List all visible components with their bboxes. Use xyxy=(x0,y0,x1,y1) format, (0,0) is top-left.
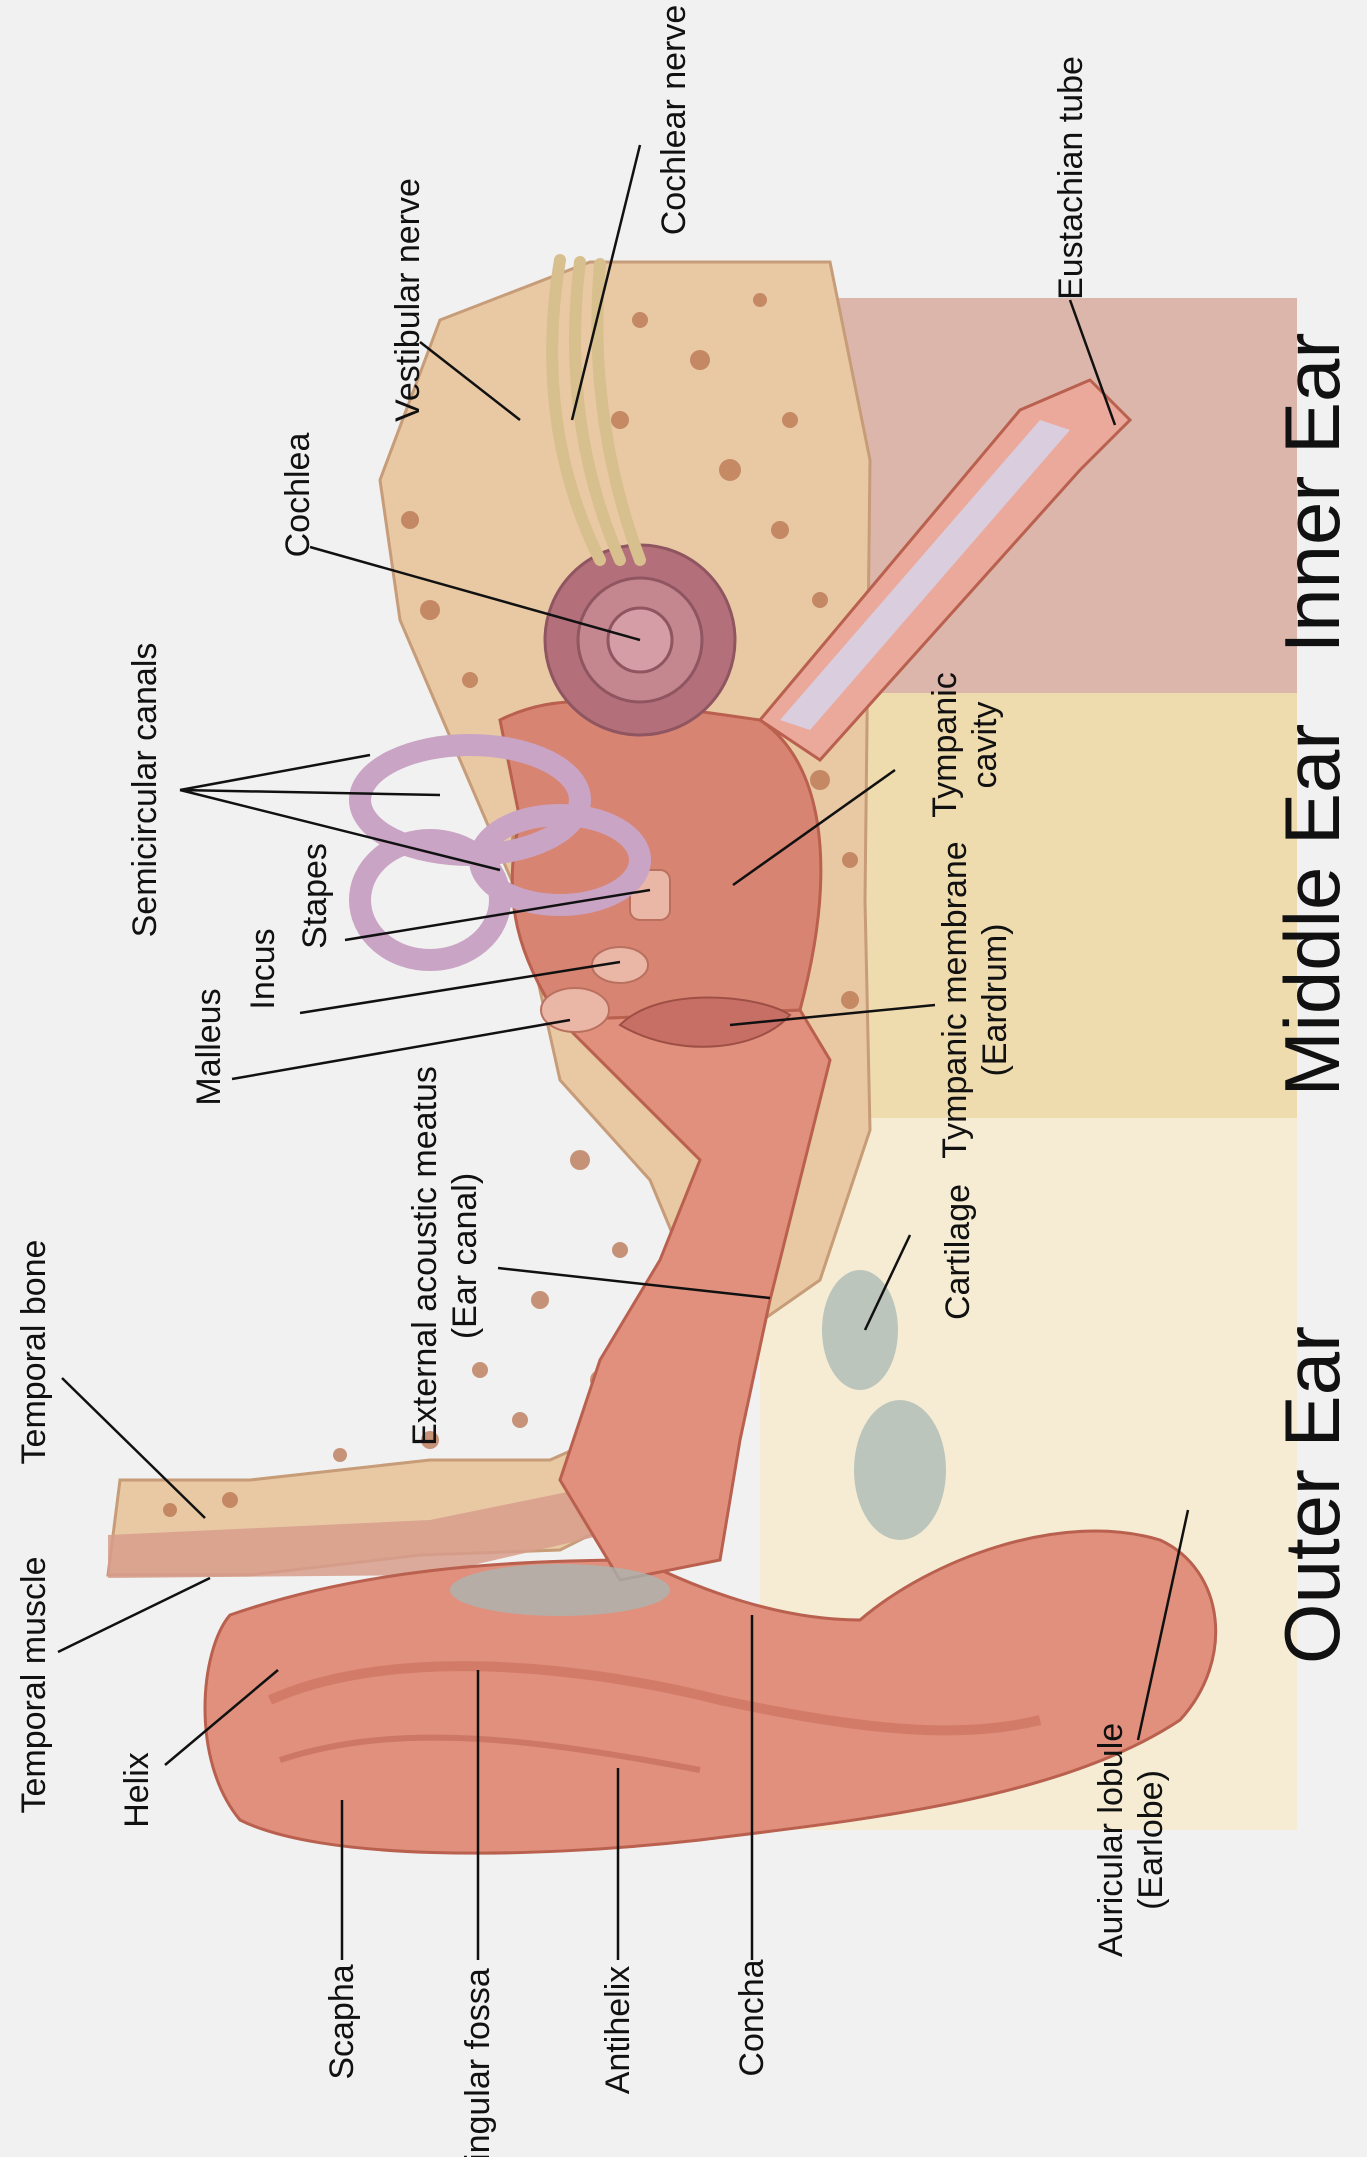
label-temporal-muscle-text: Temporal muscle xyxy=(14,1557,54,1814)
middle-ear-label: Middle Ear xyxy=(1266,724,1358,1097)
label-cartilage: Cartilage xyxy=(938,1184,978,1320)
label-incus: Incus xyxy=(243,928,283,1009)
outer-ear-label: Outer Ear xyxy=(1266,1326,1358,1664)
label-cochlea: Cochlea xyxy=(278,433,318,558)
label-concha: Concha xyxy=(732,1959,772,2076)
label-tympanic-membrane-line2: (Eardrum) xyxy=(975,841,1015,1158)
inner-ear-label: Inner Ear xyxy=(1266,333,1358,654)
label-vestibular-nerve: Vestibular nerve xyxy=(388,178,428,422)
label-temporal-bone: Temporal bone xyxy=(14,1240,54,1465)
label-cochlea-text: Cochlea xyxy=(278,433,318,558)
label-incus-text: Incus xyxy=(243,928,283,1009)
label-malleus-text: Malleus xyxy=(189,988,229,1105)
label-cartilage-text: Cartilage xyxy=(938,1184,978,1320)
label-antihelix-text: Antihelix xyxy=(598,1966,638,2095)
label-concha-text: Concha xyxy=(732,1959,772,2076)
label-tympanic-cavity: Tympanic cavity xyxy=(925,672,1005,818)
inner-ear-text: Inner Ear xyxy=(1266,333,1358,654)
label-vestibular-nerve-text: Vestibular nerve xyxy=(388,178,428,422)
label-tympanic-cavity-line1: Tympanic xyxy=(925,672,965,818)
label-external-acoustic-meatus: External acoustic meatus (Ear canal) xyxy=(405,1066,485,1446)
label-tympanic-membrane: Tympanic membrane (Eardrum) xyxy=(935,841,1015,1158)
label-temporal-muscle: Temporal muscle xyxy=(14,1557,54,1814)
label-external-meatus-line1: External acoustic meatus xyxy=(405,1066,445,1446)
label-scapha: Scapha xyxy=(322,1964,362,2079)
middle-ear-text: Middle Ear xyxy=(1266,724,1358,1097)
label-helix: Helix xyxy=(117,1752,157,1828)
label-tringular-fossa: Tringular fossa xyxy=(458,1968,498,2157)
label-eustachian-tube-text: Eustachian tube xyxy=(1051,56,1091,300)
label-semicircular-canals: Semicircular canals xyxy=(125,643,165,938)
label-antihelix: Antihelix xyxy=(598,1966,638,2095)
middle-ear-zone xyxy=(830,693,1297,1118)
label-cochlear-nerve-text: Cochlear nerve xyxy=(654,5,694,236)
label-malleus: Malleus xyxy=(189,988,229,1105)
label-semicircular-canals-text: Semicircular canals xyxy=(125,643,165,938)
label-stapes-text: Stapes xyxy=(295,843,335,949)
label-stapes: Stapes xyxy=(295,843,335,949)
label-helix-text: Helix xyxy=(117,1752,157,1828)
tympanic-cavity xyxy=(500,701,821,1020)
label-cochlear-nerve: Cochlear nerve xyxy=(654,5,694,236)
label-tympanic-cavity-line2: cavity xyxy=(965,672,1005,818)
label-tympanic-membrane-line1: Tympanic membrane xyxy=(935,841,975,1158)
outer-ear-text: Outer Ear xyxy=(1266,1326,1358,1664)
label-tringular-fossa-text: Tringular fossa xyxy=(458,1968,498,2157)
label-temporal-bone-text: Temporal bone xyxy=(14,1240,54,1465)
label-external-meatus-line2: (Ear canal) xyxy=(445,1066,485,1446)
label-eustachian-tube: Eustachian tube xyxy=(1051,56,1091,300)
label-auricular-lobule: Auricular lobule (Earlobe) xyxy=(1091,1723,1171,1957)
label-scapha-text: Scapha xyxy=(322,1964,362,2079)
label-auricular-lobule-line2: (Earlobe) xyxy=(1131,1723,1171,1957)
label-auricular-lobule-line1: Auricular lobule xyxy=(1091,1723,1131,1957)
